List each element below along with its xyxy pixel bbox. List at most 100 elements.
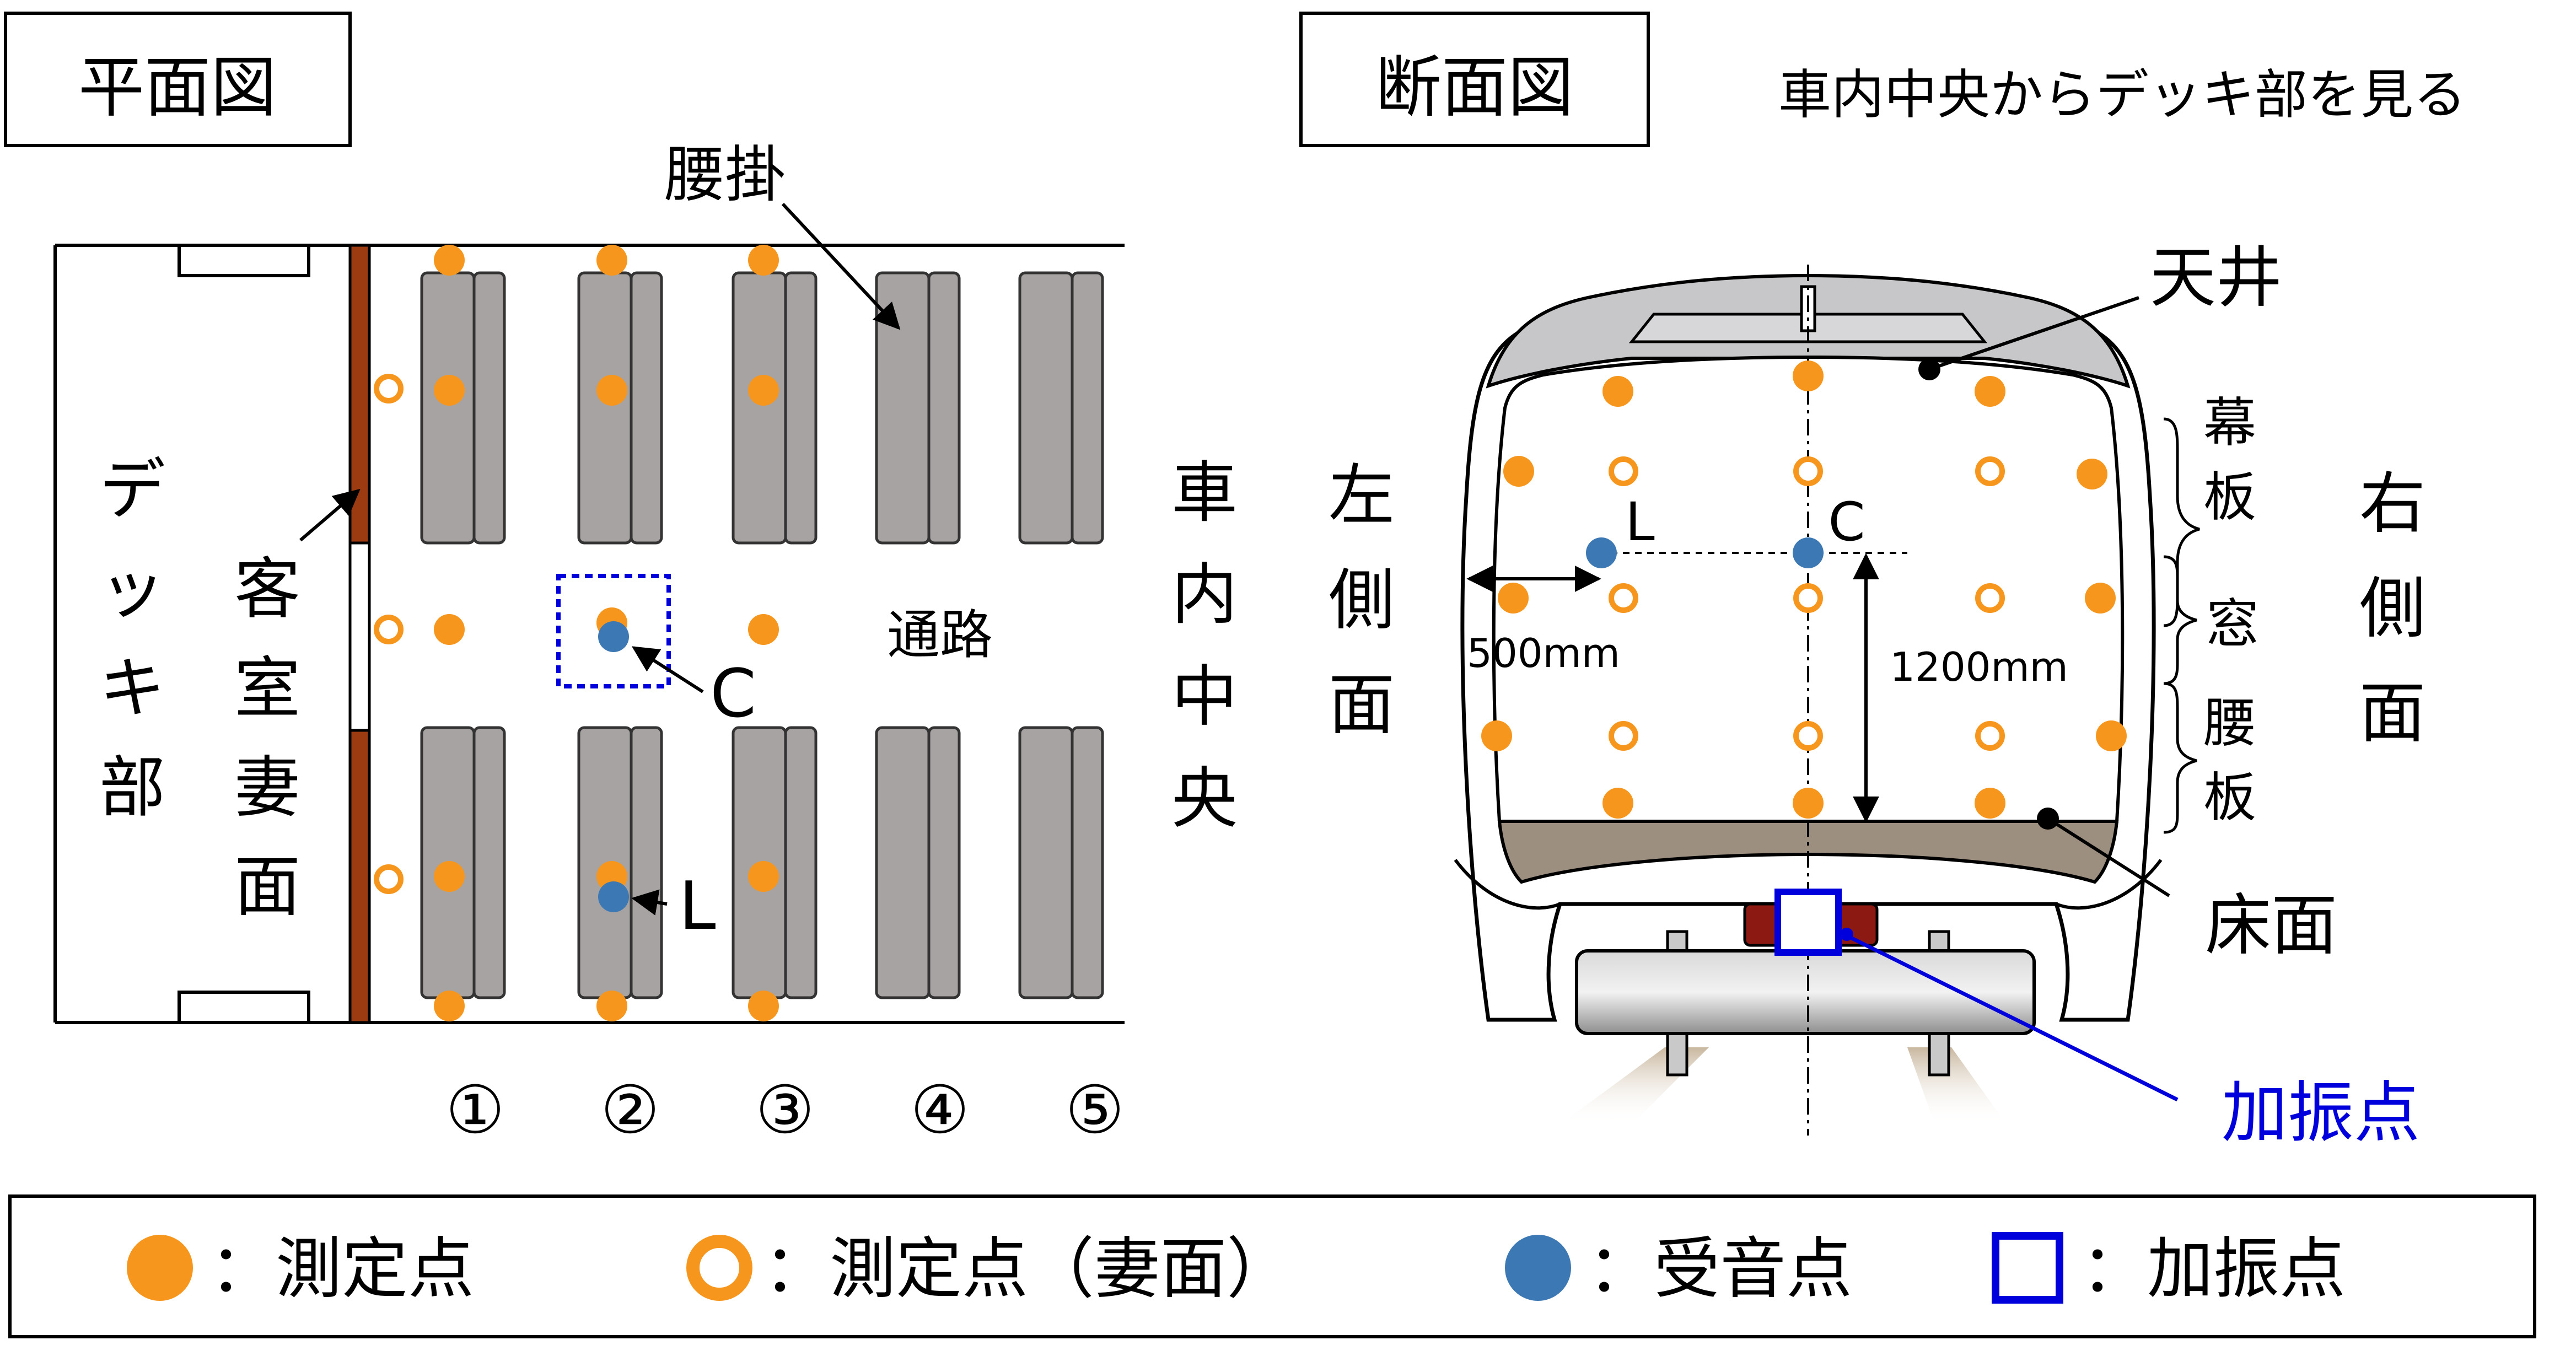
- end-wall-label-char-1: 客: [234, 551, 300, 628]
- measure-point: [434, 991, 465, 1021]
- measure-point: [1498, 583, 1529, 614]
- legend-receiver-label: ：受音点: [1588, 1231, 1852, 1307]
- end-wall: [348, 244, 371, 1024]
- window-label: 窓: [2206, 593, 2259, 655]
- legend-measure-label: ：測定点: [209, 1231, 474, 1307]
- section-point-l-label: L: [1625, 491, 1654, 553]
- row-number: ④: [910, 1072, 970, 1149]
- upper-panel-label-char-1: 幕: [2203, 392, 2256, 454]
- section-title-box: [1299, 12, 1650, 147]
- seats-upper: [420, 271, 1104, 545]
- end-wall-measure-point: [374, 864, 404, 894]
- row-number: ①: [445, 1072, 505, 1149]
- end-wall-label-char-4: 面: [234, 849, 300, 925]
- section-measure-points: [1481, 360, 2127, 819]
- measure-point: [1503, 456, 1534, 487]
- end-wall-measure-point: [374, 374, 404, 403]
- legend-receiver-icon: [1505, 1235, 1571, 1301]
- measure-point: [748, 375, 779, 406]
- floor-pointer-line: [2047, 817, 2170, 897]
- hollow-measure-point: [1609, 456, 1638, 486]
- measure-point: [1793, 360, 1824, 391]
- section-point-c-label: C: [1828, 491, 1865, 553]
- section-subtitle: 車内中央からデッキ部を見る: [1778, 64, 2466, 126]
- seat-label-arrow: [781, 202, 901, 330]
- plan-title: 平面図: [78, 50, 277, 126]
- hollow-measure-point: [1793, 721, 1823, 751]
- seats-lower: [420, 726, 1104, 999]
- plan-receiver-point-l: [598, 881, 629, 912]
- row-number: ②: [600, 1072, 660, 1149]
- row-number: ⑤: [1065, 1072, 1125, 1149]
- hollow-measure-point: [1609, 721, 1638, 751]
- measure-point: [596, 245, 627, 276]
- measure-point: [2096, 720, 2127, 751]
- excitation-pointer-line: [1837, 929, 2179, 1102]
- row-numbers: ① ② ③ ④ ⑤: [445, 1072, 1125, 1149]
- plan-title-box: [4, 12, 352, 147]
- measure-point: [748, 861, 779, 892]
- car-center-label-char-1: 車: [1171, 455, 1238, 531]
- car-center-label-char-2: 内: [1171, 557, 1238, 633]
- hollow-measure-point: [1975, 456, 2005, 486]
- left-side-label-char-1: 左: [1329, 458, 1395, 534]
- section-title: 断面図: [1375, 50, 1574, 126]
- lower-panel-label-char-1: 腰: [2203, 692, 2256, 754]
- measure-point: [434, 614, 465, 645]
- bogie-beam: [1575, 949, 2036, 1035]
- measure-point: [748, 991, 779, 1021]
- measure-point: [434, 861, 465, 892]
- seat: [577, 271, 663, 545]
- seat: [577, 726, 663, 999]
- car-center-label-char-4: 央: [1171, 761, 1238, 837]
- right-side-label-char-3: 面: [2359, 675, 2426, 752]
- deck-label-char-1: デ: [99, 452, 165, 529]
- end-wall-label-char-3: 妻: [234, 750, 300, 826]
- right-side-label-char-2: 側: [2359, 571, 2426, 647]
- receiver-c-arrow: [631, 646, 704, 693]
- measure-point: [1481, 720, 1512, 751]
- seat: [732, 726, 818, 999]
- measure-point: [1793, 788, 1824, 819]
- deck-door-top: [178, 244, 310, 277]
- hollow-measure-point: [1975, 583, 2005, 613]
- legend-box: [8, 1194, 2536, 1338]
- measure-point: [2077, 459, 2107, 489]
- hollow-measure-point: [1793, 456, 1823, 486]
- legend-measure-icon: [127, 1235, 193, 1301]
- right-side-label: 右 側 面: [2359, 466, 2426, 752]
- plan-end-wall-points: [374, 374, 404, 894]
- left-side-label-char-3: 面: [1329, 667, 1395, 744]
- end-wall-arrow: [299, 488, 361, 542]
- end-wall-label: 客 室 妻 面: [234, 551, 300, 925]
- deck-label-char-3: キ: [99, 650, 165, 727]
- section-receiver-point-c: [1793, 537, 1824, 568]
- seat: [1018, 726, 1104, 999]
- measure-point: [1602, 788, 1633, 819]
- measure-point: [2085, 583, 2116, 614]
- car-center-label-char-3: 中: [1171, 659, 1238, 735]
- floor-label: 床面: [2205, 887, 2337, 964]
- measure-point: [434, 375, 465, 406]
- section-receiver-point-l: [1586, 537, 1617, 568]
- excitation-pointer-dot: [1840, 928, 1853, 941]
- upper-panel-label: 幕 板: [2203, 392, 2256, 528]
- dimension-500-label: 500mm: [1467, 630, 1620, 676]
- lower-panel-label-char-2: 板: [2203, 767, 2256, 828]
- left-side-label-char-2: 側: [1329, 562, 1395, 639]
- seat: [1018, 271, 1104, 545]
- aisle-label: 通路: [887, 604, 993, 666]
- ceiling-pointer-line: [1929, 296, 2139, 371]
- car-center-label: 車 内 中 央: [1171, 455, 1238, 837]
- right-side-label-char-1: 右: [2359, 466, 2426, 542]
- section-view: 断面図 車内中央からデッキ部を見る: [1299, 12, 2466, 1151]
- deck-label-char-4: 部: [99, 750, 165, 826]
- hollow-measure-point: [1609, 583, 1638, 613]
- deck-door-bottom: [178, 991, 310, 1024]
- legend-excitation-label: ：加振点: [2081, 1231, 2346, 1307]
- legend-end-wall-icon: [686, 1235, 752, 1301]
- measure-point: [1602, 376, 1633, 407]
- seat: [732, 271, 818, 545]
- row-number: ③: [755, 1072, 815, 1149]
